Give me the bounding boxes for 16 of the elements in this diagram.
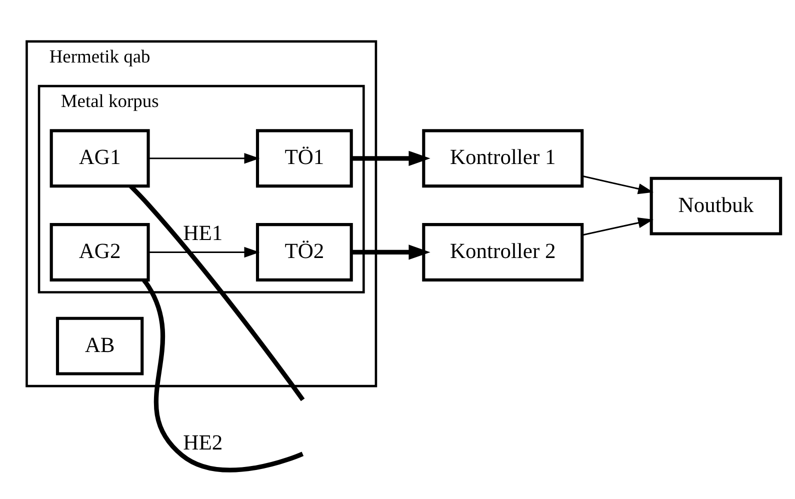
arrow [148, 246, 260, 258]
node-box: Noutbuk [650, 176, 782, 235]
arrow [352, 244, 430, 260]
arrow [148, 152, 260, 164]
arrow [582, 217, 654, 236]
node-box: Kontroller 2 [422, 222, 584, 281]
node-box: AB [56, 316, 144, 375]
arrow [582, 174, 654, 194]
edge-label: HE2 [183, 430, 223, 454]
edge-label: HE1 [183, 220, 223, 245]
node-box: TÖ2 [256, 222, 353, 281]
node-box: AG1 [50, 128, 150, 188]
node-box: TÖ1 [256, 128, 353, 188]
arrow [352, 150, 430, 166]
node-box: Kontroller 1 [422, 128, 584, 188]
node-box: AG2 [50, 222, 150, 281]
